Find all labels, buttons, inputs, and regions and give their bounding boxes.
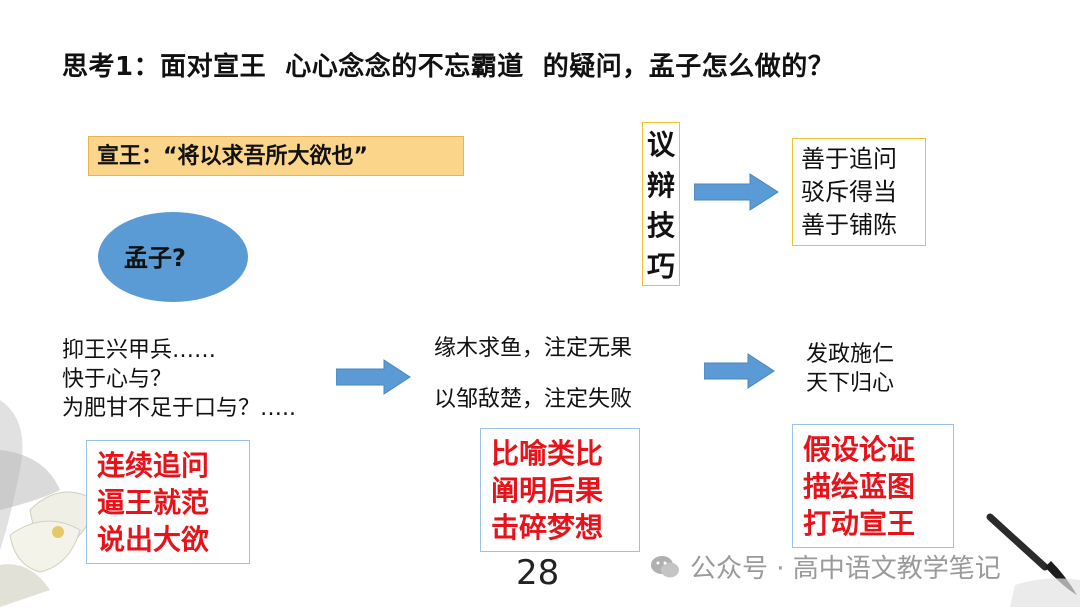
technique-line: 比喻类比 (491, 435, 629, 472)
vertical-char: 辩 (647, 164, 675, 204)
vertical-char: 巧 (647, 245, 675, 285)
arrow-right-icon (704, 352, 776, 390)
ellipse-label: 孟子? (124, 238, 186, 273)
vertical-char: 议 (647, 123, 675, 163)
technique-line: 阐明后果 (491, 472, 629, 509)
vertical-char: 技 (647, 204, 675, 244)
technique-box-3: 假设论证 描绘蓝图 打动宣王 (792, 424, 954, 548)
text-line: 抑王兴甲兵…… (62, 336, 296, 365)
technique-line: 打动宣王 (803, 505, 943, 542)
questions-text: 抑王兴甲兵…… 快于心与？ 为肥甘不足于口与？….. (62, 336, 296, 423)
skills-line: 驳斥得当 (801, 176, 917, 209)
text-line: 发政施仁 (806, 340, 894, 369)
technique-box-2: 比喻类比 阐明后果 击碎梦想 (480, 428, 640, 552)
technique-line: 说出大欲 (97, 521, 239, 558)
page-number: 28 (516, 553, 559, 593)
text-line: 缘木求鱼，注定无果 (434, 334, 632, 363)
consequences-text: 缘木求鱼，注定无果 以邹敌楚，注定失败 (434, 334, 632, 414)
arrow-right-icon (694, 172, 780, 212)
text-line: 以邹敌楚，注定失败 (434, 385, 632, 414)
wechat-icon (650, 554, 680, 580)
text-line: 为肥甘不足于口与？….. (62, 394, 296, 423)
skills-summary-box: 善于追问 驳斥得当 善于铺陈 (792, 138, 926, 246)
skills-line: 善于追问 (801, 143, 917, 176)
mencius-ellipse: 孟子? (98, 212, 248, 302)
technique-line: 描绘蓝图 (803, 468, 943, 505)
skills-line: 善于铺陈 (801, 209, 917, 242)
benevolent-rule-text: 发政施仁 天下归心 (806, 340, 894, 398)
page-title: 思考1：面对宣王 心心念念的不忘霸道 的疑问，孟子怎么做的？ (62, 46, 834, 83)
technique-box-1: 连续追问 逼王就范 说出大欲 (86, 440, 250, 564)
watermark-text: 公众号 · 高中语文教学笔记 (690, 548, 1001, 585)
text-line: 天下归心 (806, 369, 894, 398)
arrow-right-icon (336, 358, 412, 396)
debate-skills-vertical-box: 议 辩 技 巧 (642, 122, 680, 286)
watermark: 公众号 · 高中语文教学笔记 (650, 548, 1001, 585)
technique-line: 连续追问 (97, 447, 239, 484)
technique-line: 击碎梦想 (491, 509, 629, 546)
quote-box: 宣王：“将以求吾所大欲也” (88, 136, 464, 176)
text-line: 快于心与？ (62, 365, 296, 394)
technique-line: 逼王就范 (97, 484, 239, 521)
technique-line: 假设论证 (803, 431, 943, 468)
